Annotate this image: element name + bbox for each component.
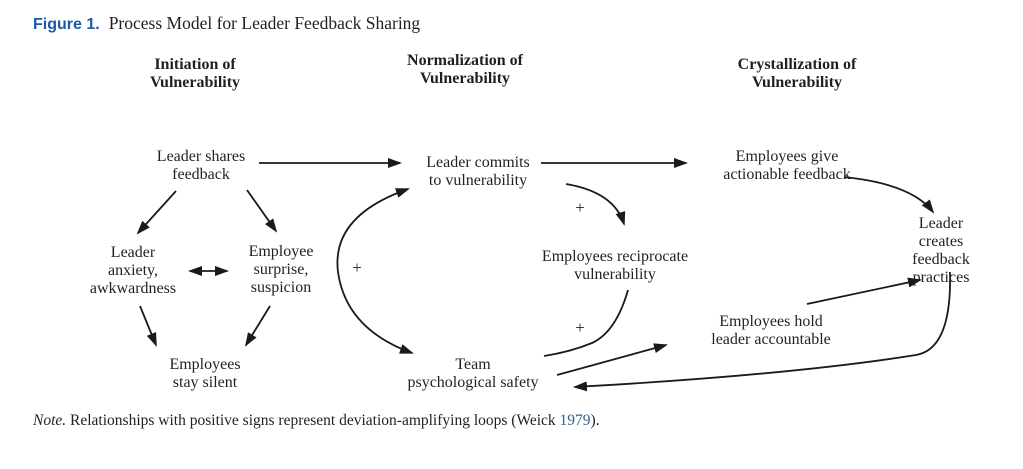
column-header-initiation: Initiation of Vulnerability	[149, 56, 241, 91]
figure-number-label: Figure 1.	[33, 16, 100, 33]
node-leader-creates-feedback-practices: Leader creates feedback practices	[912, 215, 970, 286]
note-body: Relationships with positive signs repres…	[66, 412, 560, 429]
figure-note: Note. Relationships with positive signs …	[33, 412, 600, 430]
node-employee-surprise-suspicion: Employee surprise, suspicion	[248, 243, 314, 296]
node-employees-stay-silent: Employees stay silent	[169, 356, 241, 391]
column-header-normalization: Normalization of Vulnerability	[407, 52, 523, 87]
arrow-leader-commits-to-employees-reciprocate	[565, 183, 626, 226]
curve-team-safety-leader-commits-loop-bidirectional	[336, 188, 414, 354]
plus-sign-safety-commits-loop: +	[352, 258, 362, 277]
note-prefix: Note.	[33, 412, 67, 429]
note-citation-year: 1979	[559, 412, 591, 429]
note-suffix: ).	[590, 412, 600, 429]
node-team-psychological-safety: Team psychological safety	[407, 356, 539, 391]
node-employees-reciprocate-vulnerability: Employees reciprocate vulnerability	[541, 248, 689, 283]
figure-title: Figure 1. Process Model for Leader Feedb…	[33, 13, 420, 34]
plus-sign-commits-reciprocate: +	[575, 198, 585, 217]
figure-title-text: Process Model for Leader Feedback Sharin…	[108, 13, 421, 33]
node-leader-shares-feedback: Leader shares feedback	[156, 148, 246, 183]
arrow-team-safety-to-employees-accountable	[556, 343, 668, 376]
plus-sign-reciprocate-safety: +	[575, 318, 585, 337]
arrow-employee-surprise-to-employees-silent	[244, 305, 271, 347]
node-employees-hold-leader-accountable: Employees hold leader accountable	[711, 313, 831, 348]
node-employees-give-actionable-feedback: Employees give actionable feedback	[723, 148, 851, 183]
curve-leader-practices-to-team-safety	[573, 271, 951, 392]
curve-employees-reciprocate-to-team-safety	[543, 289, 629, 357]
column-header-crystallization: Crystallization of Vulnerability	[737, 56, 857, 91]
arrow-employees-accountable-to-leader-practices	[806, 277, 922, 305]
arrow-leader-shares-to-leader-anxiety	[136, 190, 177, 235]
arrow-leader-shares-to-employee-surprise	[246, 189, 278, 233]
node-leader-commits-vulnerability: Leader commits to vulnerability	[426, 154, 530, 189]
node-leader-anxiety-awkwardness: Leader anxiety, awkwardness	[89, 244, 177, 297]
arrow-leader-anxiety-to-employees-silent	[139, 305, 157, 347]
curve-employees-feedback-to-leader-practices	[843, 176, 935, 214]
